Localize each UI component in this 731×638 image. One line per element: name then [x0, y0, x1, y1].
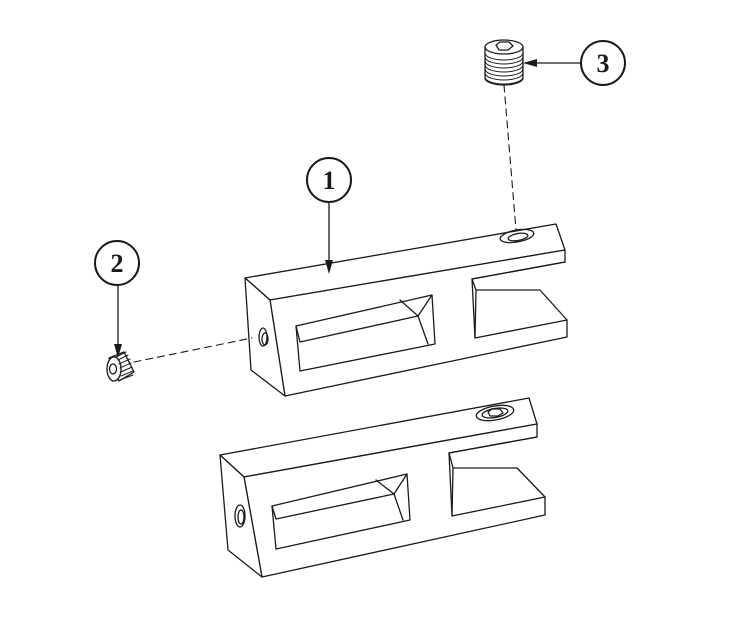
upper-clamp-body — [244, 223, 568, 397]
leader-arrowheads — [114, 59, 537, 358]
callout-label-3: 3 — [597, 49, 610, 78]
leader-lines — [117, 62, 583, 349]
callout-label-1: 1 — [323, 166, 336, 195]
callout-balloon-2: 2 — [94, 240, 140, 286]
set-screw-2 — [106, 351, 135, 382]
assembly-centerlines — [133, 84, 517, 363]
callout-label-2: 2 — [111, 249, 124, 278]
lower-clamp-body — [219, 397, 546, 578]
callout-balloon-1: 1 — [306, 157, 352, 203]
set-screw-3 — [484, 39, 524, 86]
callout-balloon-3: 3 — [580, 40, 626, 86]
